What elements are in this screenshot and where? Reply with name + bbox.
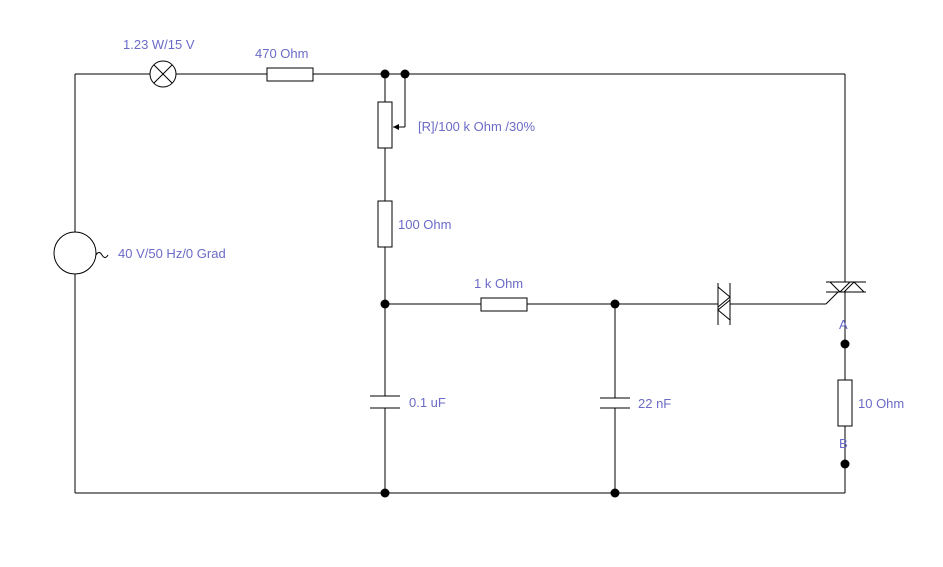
lamp-label: 1.23 W/15 V [123, 37, 195, 52]
capacitor-01u-icon [370, 395, 400, 409]
ac-source-label: 40 V/50 Hz/0 Grad [118, 246, 226, 261]
ac-source-icon [53, 231, 109, 275]
lamp-icon [149, 60, 177, 88]
resistor-470-label: 470 Ohm [255, 46, 308, 61]
diac-icon [717, 283, 731, 325]
triac-icon [825, 281, 866, 305]
potentiometer-icon [377, 101, 399, 149]
capacitor-01u-label: 0.1 uF [409, 395, 446, 410]
resistor-100-icon [377, 200, 393, 248]
resistor-100-label: 100 Ohm [398, 217, 451, 232]
resistor-10-label: 10 Ohm [858, 396, 904, 411]
resistor-1k-label: 1 k Ohm [474, 276, 523, 291]
potentiometer-label: [R]/100 k Ohm /30% [418, 119, 535, 134]
junction-dots [380, 69, 850, 498]
resistor-1k-icon [480, 297, 528, 312]
capacitor-22n-icon [600, 397, 630, 409]
terminal-b-label: B [839, 436, 848, 451]
resistor-10-icon [837, 379, 853, 427]
resistor-470-icon [266, 67, 314, 82]
wires [74, 73, 846, 494]
terminal-a-label: A [839, 317, 848, 332]
capacitor-22n-label: 22 nF [638, 396, 671, 411]
